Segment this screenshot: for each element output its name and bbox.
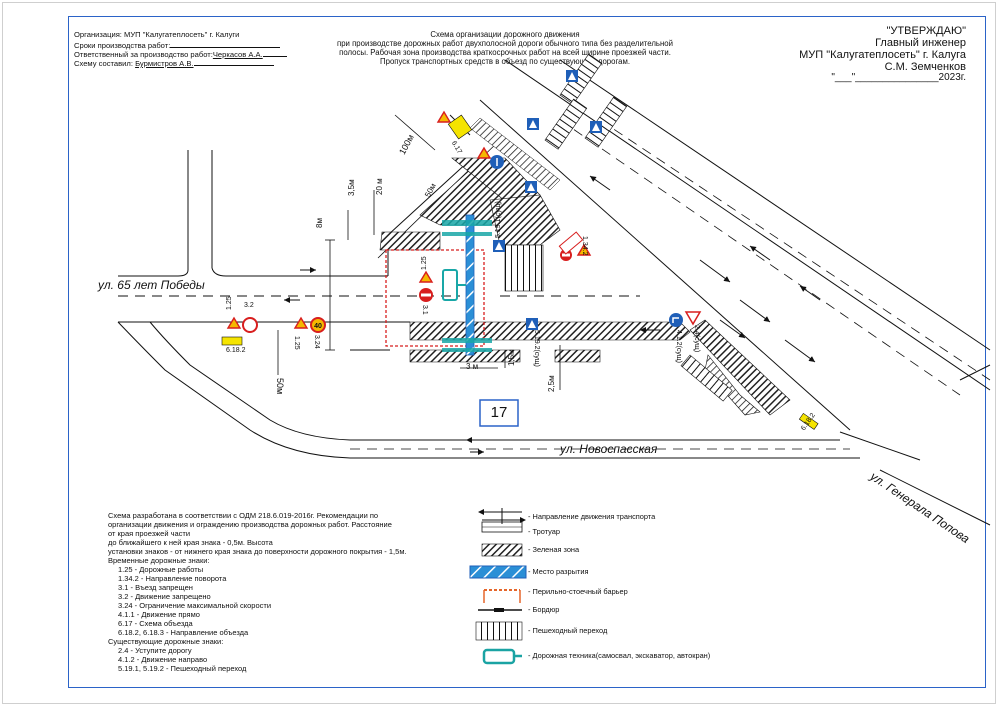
pedestrian-crossing: [504, 244, 544, 292]
existing-signs-title: Существующие дорожные знаки:: [108, 637, 224, 646]
temp-signs-title: Временные дорожные знаки:: [108, 556, 210, 565]
sign-code-1-25b: 1.25: [293, 336, 300, 350]
sign-code-6-18-2: 6.18.2: [226, 347, 246, 354]
approver-position: Главный инженер: [875, 37, 966, 49]
legend-label-traffic: - Направление движения транспорта: [528, 512, 656, 521]
sign-code-5-19-1: 5.19.1(сущ): [495, 201, 502, 238]
temp-sign-item: 6.17 - Схема объезда: [118, 619, 193, 628]
dimension-50m-left: 50м: [275, 378, 285, 395]
author-label: Схему составил:: [74, 59, 133, 68]
sign-code-1-25: 1.25: [226, 296, 233, 310]
sign-code-3-1: 3.1: [421, 305, 428, 315]
legend-label-excavation: - Место разрытия: [528, 567, 589, 576]
author-name: Бурмистров А.В.: [135, 59, 194, 68]
approver-name: С.М. Земченков: [884, 61, 966, 73]
legend-label-crossing: - Пешеходный переход: [528, 626, 608, 635]
temp-sign-item: 4.1.1 - Движение прямо: [118, 610, 200, 619]
scheme-subtitle-2: полосы. Рабочая зона производства кратко…: [339, 48, 671, 57]
note-intro-5: установки знаков - от нижнего края знака…: [108, 547, 407, 556]
dimension-20m: 20 м: [375, 178, 384, 195]
sign-code-3-2: 3.2: [244, 302, 254, 309]
approve-date: "___"_______________2023г.: [831, 72, 966, 83]
scheme-subtitle-1: при производстве дорожных работ двухполо…: [337, 39, 673, 48]
road-edge-popova: [504, 59, 991, 391]
legend-label-curb: - Бордюр: [528, 605, 560, 614]
sign-code-2-4: 2.4(сущ): [693, 325, 700, 353]
legend-label-sidewalk: - Тротуар: [528, 527, 560, 536]
existing-sign-item: 5.19.1, 5.19.2 - Пешеходный переход: [118, 664, 247, 673]
street-label-novospasskaya: ул. Новоспасская: [560, 442, 658, 456]
temp-sign-item: 3.1 - Въезд запрещен: [118, 583, 193, 592]
work-dates-label: Сроки производства работ:: [74, 40, 281, 50]
building-number: 17: [490, 404, 508, 421]
legend-label-machinery: - Дорожная техника(самосвал, экскаватор,…: [528, 651, 711, 660]
responsible-row: Ответственный за производство работ:Черк…: [74, 49, 287, 59]
dimension-lines: [277, 114, 561, 390]
approve-label: "УТВЕРЖДАЮ": [886, 25, 966, 37]
legend-label-green: - Зеленая зона: [528, 545, 580, 554]
dimension-2-5m: 2,5м: [547, 375, 556, 392]
note-intro-3: от края проезжей части: [108, 529, 191, 538]
note-intro-4: до ближайшего к ней края знака - 0,5м. В…: [108, 538, 273, 547]
organization-label: Организация: МУП "Калугатеплосеть" г. Ка…: [74, 30, 240, 39]
green-zone: [409, 321, 691, 341]
note-intro-2: организации движения и ограждению произв…: [108, 520, 392, 529]
dimension-8m: 8м: [315, 218, 324, 228]
street-label-pobedy: ул. 65 лет Победы: [98, 278, 205, 292]
barrier-fence: [385, 249, 485, 347]
responsible-name: Черкасов А.А.: [212, 50, 263, 59]
temp-sign-item: 6.18.2, 6.18.3 - Направление объезда: [118, 628, 249, 637]
temp-sign-item: 1.34.2 - Направление поворота: [118, 574, 227, 583]
approver-org: МУП "Калугатеплосеть" г. Калуга: [799, 49, 966, 61]
dimension-3m: 3 м: [466, 362, 479, 371]
responsible-label: Ответственный за производство работ:: [74, 50, 213, 59]
green-zone: [379, 231, 441, 251]
sign-code-5-19-2: 5.19.2(сущ): [533, 330, 540, 367]
sign-code-1-34-2: 1.34.2: [581, 236, 588, 256]
temp-sign-item: 3.2 - Движение запрещено: [118, 592, 211, 601]
sign-code-3-24: 3.24: [313, 335, 320, 349]
temp-sign-item: 3.24 - Ограничение максимальной скорости: [118, 601, 272, 610]
temp-sign-item: 1.25 - Дорожные работы: [118, 565, 204, 574]
scheme-subtitle-3: Пропуск транспортных средств в объезд по…: [380, 57, 630, 66]
scheme-title: Схема организации дорожного движения: [430, 30, 580, 39]
existing-sign-item: 2.4 - Уступите дорогу: [118, 646, 192, 655]
pedestrian-crossing: [559, 53, 603, 105]
note-intro-1: Схема разработана в соответствии с ОДМ 2…: [108, 511, 379, 520]
author-row: Схему составил: Бурмистров А.В.: [74, 58, 274, 68]
sign-code-1-25c: 1.25: [421, 256, 428, 270]
existing-sign-item: 4.1.2 - Движение направо: [118, 655, 208, 664]
sign-code-4-1-2: 4.1.2(сущ): [675, 330, 682, 363]
drawing-frame: [68, 16, 986, 688]
legend-label-barrier: - Перильно-стоечный барьер: [528, 587, 628, 596]
dimension-1-5m: 1,5м: [507, 349, 516, 366]
road-edge-novospasskaya: [149, 321, 840, 441]
dimension-3-5m: 3,5м: [347, 179, 356, 196]
work-dates-text: Сроки производства работ:: [74, 41, 171, 50]
